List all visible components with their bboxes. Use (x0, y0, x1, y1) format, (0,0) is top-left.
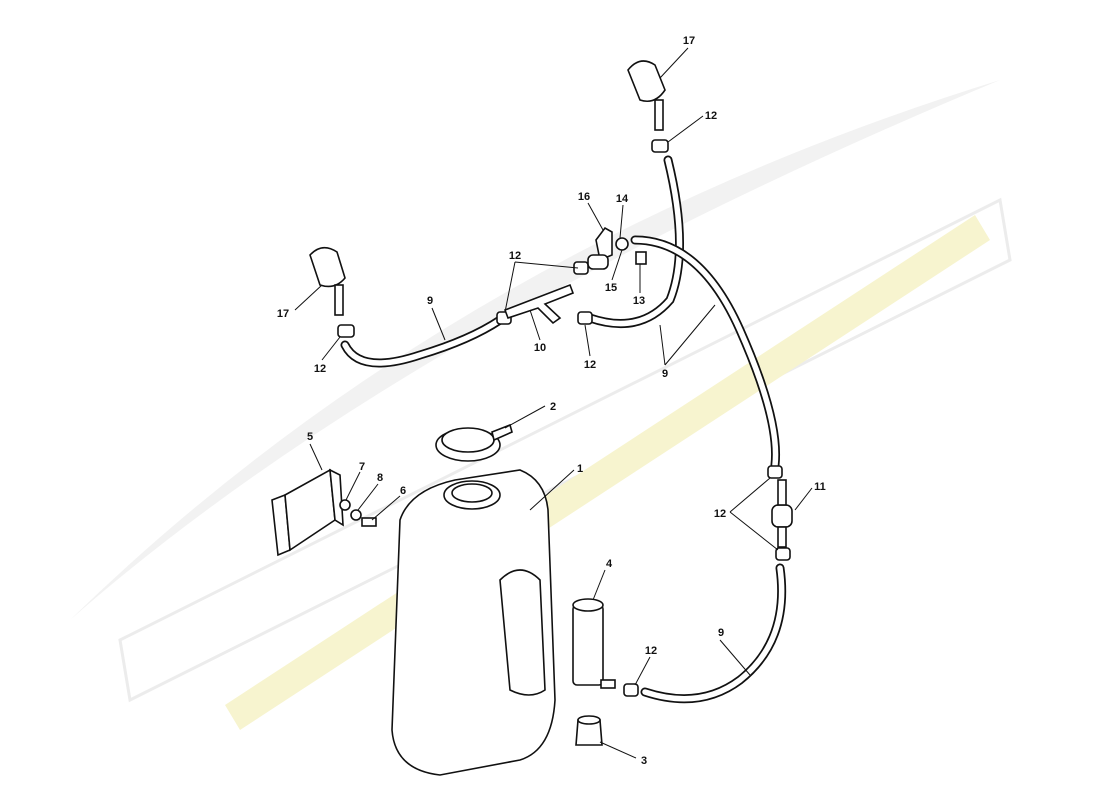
reservoir-cap (435, 423, 513, 462)
reservoir (391, 469, 556, 776)
callout-12: 12 (705, 110, 717, 122)
callout-6: 6 (400, 485, 406, 497)
callout-12: 12 (584, 359, 596, 371)
callout-12: 12 (509, 250, 521, 262)
hose-clips (337, 139, 791, 697)
callout-16: 16 (578, 191, 590, 203)
washer-jet-left (309, 246, 346, 316)
callout-13: 13 (633, 295, 645, 307)
callout-5: 5 (307, 431, 313, 443)
callout-8: 8 (377, 472, 383, 484)
callout-9: 9 (718, 627, 724, 639)
callout-9: 9 (427, 295, 433, 307)
leader-lines (294, 47, 813, 759)
callout-9: 9 (662, 368, 668, 380)
pump-grommet (575, 715, 603, 746)
callout-10: 10 (534, 342, 546, 354)
bracket (587, 226, 647, 270)
washer-pump (572, 598, 616, 689)
callout-11: 11 (814, 481, 826, 493)
callout-14: 14 (616, 193, 629, 205)
callout-2: 2 (550, 401, 556, 413)
t-piece (503, 283, 575, 325)
callouts: 17 12 16 14 12 15 13 17 9 10 12 9 12 2 5… (277, 35, 826, 767)
callout-17: 17 (683, 35, 695, 47)
callout-12: 12 (714, 508, 726, 520)
mounting-bracket (271, 468, 377, 557)
callout-12: 12 (645, 645, 657, 657)
hoses (340, 155, 787, 704)
check-valve (771, 479, 793, 548)
callout-17: 17 (277, 308, 289, 320)
callout-12: 12 (314, 363, 326, 375)
callout-15: 15 (605, 282, 617, 294)
callout-1: 1 (577, 463, 583, 475)
callout-4: 4 (606, 558, 613, 570)
callout-3: 3 (641, 755, 647, 767)
washer-jet-right (627, 60, 666, 131)
callout-7: 7 (359, 461, 365, 473)
